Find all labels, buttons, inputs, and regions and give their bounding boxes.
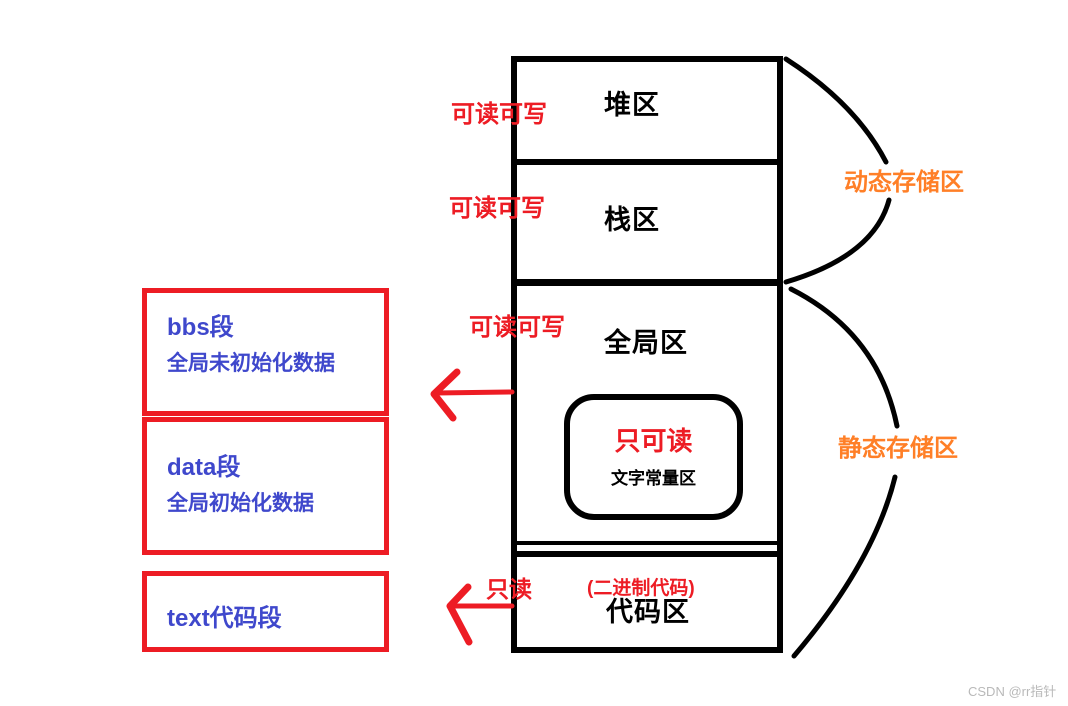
watermark: CSDN @rr指针	[968, 684, 1057, 699]
literal-constant-box: 只可读 文字常量区	[564, 394, 743, 520]
access-label-heap: 可读可写	[451, 101, 547, 128]
segment-description: 全局未初始化数据	[167, 352, 335, 375]
stack-section-label: 栈区	[604, 205, 660, 235]
text-segment-box: text代码段	[142, 571, 389, 652]
section-divider-heap-stack	[514, 159, 780, 165]
data-segment-box: data段 全局初始化数据	[142, 417, 389, 555]
section-divider-global-code-lower	[514, 551, 780, 557]
binary-code-note: (二进制代码)	[587, 578, 695, 599]
literal-constant-label: 文字常量区	[611, 469, 696, 488]
access-label-code: 只读	[486, 576, 532, 602]
segment-title: text代码段	[167, 605, 282, 632]
curly-brace-static-icon	[788, 286, 900, 659]
code-section-label: 代码区	[606, 597, 690, 627]
access-label-global: 可读可写	[469, 314, 565, 341]
readonly-access-label: 只可读	[614, 426, 693, 456]
dynamic-storage-label: 动态存储区	[844, 169, 964, 196]
section-divider-stack-global	[514, 279, 780, 286]
section-divider-global-code-upper	[514, 541, 780, 545]
segment-title: bbs段	[167, 314, 234, 341]
access-label-stack: 可读可写	[449, 195, 545, 222]
segment-title: data段	[167, 454, 241, 481]
static-storage-label: 静态存储区	[838, 435, 958, 462]
segment-description: 全局初始化数据	[167, 492, 314, 515]
bbs-segment-box: bbs段 全局未初始化数据	[142, 288, 389, 416]
left-arrow-icon	[430, 368, 515, 422]
global-section-label: 全局区	[604, 328, 688, 358]
heap-section-label: 堆区	[604, 90, 660, 120]
